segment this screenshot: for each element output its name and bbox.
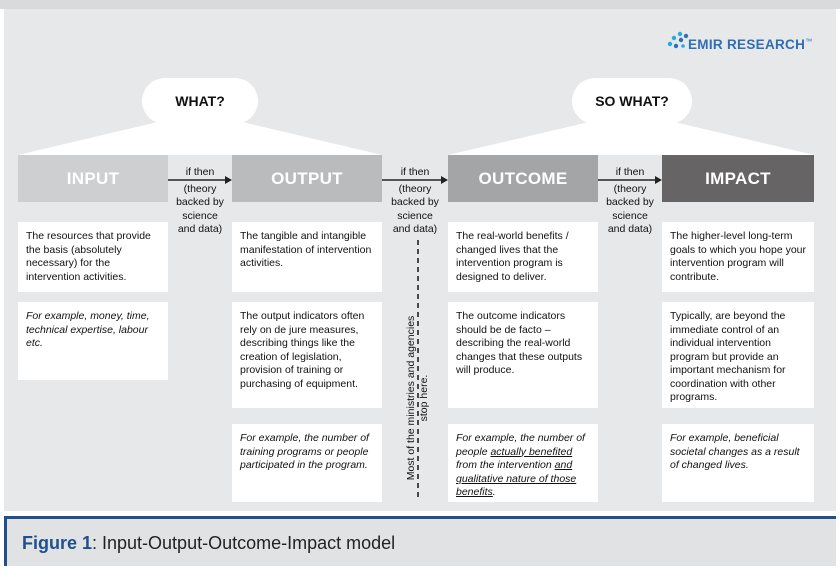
outcome-example: For example, the number of people actual… xyxy=(448,424,598,502)
output-indicators: The output indicators often rely on de j… xyxy=(232,302,382,408)
emir-logo-icon xyxy=(667,31,689,49)
impact-indicators: Typically, are beyond the immediate cont… xyxy=(662,302,814,408)
stage-header-impact: IMPACT xyxy=(662,155,814,202)
stage-header-outcome: OUTCOME xyxy=(448,155,598,202)
output-example: For example, the number of training prog… xyxy=(232,424,382,502)
stage-header-input: INPUT xyxy=(18,155,168,202)
outcome-indicators: The outcome indicators should be de fact… xyxy=(448,302,598,408)
stage-header-output: OUTPUT xyxy=(232,155,382,202)
figure-caption: Figure 1: Input-Output-Outcome-Impact mo… xyxy=(22,533,396,553)
input-description: The resources that provide the basis (ab… xyxy=(18,222,168,292)
input-example: For example, money, time, technical expe… xyxy=(18,302,168,380)
brand-name: EMIR RESEARCH™ xyxy=(688,37,813,52)
caption-bar xyxy=(4,516,836,566)
output-description: The tangible and intangible manifestatio… xyxy=(232,222,382,292)
impact-description: The higher-level long-term goals to whic… xyxy=(662,222,814,292)
top-bar xyxy=(0,0,840,9)
so-what-bubble: SO WHAT? xyxy=(572,78,692,124)
what-bubble: WHAT? xyxy=(142,78,258,124)
impact-example: For example, beneficial societal changes… xyxy=(662,424,814,502)
ministries-divider-note: Most of the ministries and agencies stop… xyxy=(405,315,430,481)
outcome-description: The real-world benefits / changed lives … xyxy=(448,222,598,292)
